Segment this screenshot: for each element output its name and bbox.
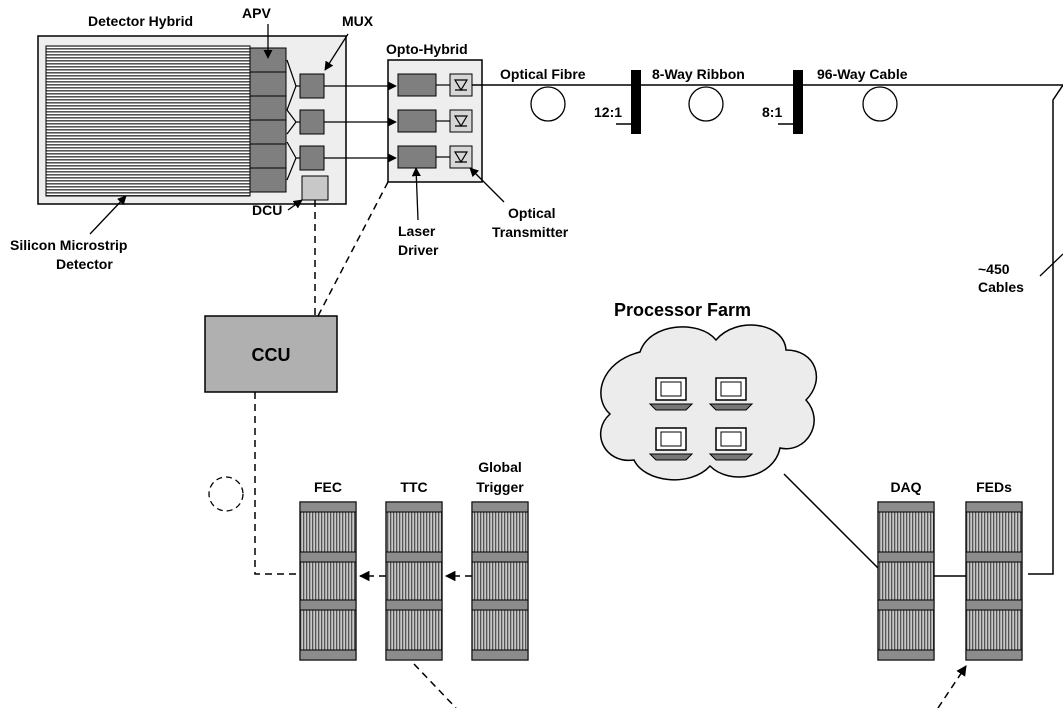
apv-chips xyxy=(249,47,287,193)
feds-label: FEDs xyxy=(976,479,1012,495)
crate-links xyxy=(358,570,967,708)
cables-label-line2: Cables xyxy=(978,279,1024,295)
crate-fec xyxy=(299,501,357,661)
control-links xyxy=(254,181,389,575)
apv-mux-connectors xyxy=(286,59,300,181)
fec-label: FEC xyxy=(314,479,342,495)
laser-driver-label-line1: Laser xyxy=(398,223,436,239)
dcu-arrow xyxy=(287,199,303,211)
optical-transmitter-label-line2: Transmitter xyxy=(492,224,569,240)
laser-driver-arrow xyxy=(411,167,421,221)
connector-12-1 xyxy=(631,70,641,134)
diode-triangle-icon xyxy=(449,109,473,133)
optical-transmitter-label-line1: Optical xyxy=(508,205,555,221)
processor-farm-cloud xyxy=(599,324,817,481)
mux-chips xyxy=(299,73,325,171)
optical-transmitter-arrow xyxy=(469,167,505,203)
global-trigger-label-line1: Global xyxy=(478,459,522,475)
mux-to-driver-links xyxy=(324,81,397,163)
mux-arrow xyxy=(324,33,349,71)
global-trigger-label-line2: Trigger xyxy=(476,479,524,495)
crate-ttc xyxy=(385,501,443,661)
ttc-label: TTC xyxy=(400,479,427,495)
cable-loop-icon xyxy=(862,86,898,122)
eight-way-ribbon-label: 8-Way Ribbon xyxy=(652,66,745,82)
silicon-microstrip-arrow xyxy=(89,195,127,235)
long-cable xyxy=(1028,84,1063,575)
connector-8-1 xyxy=(793,70,803,134)
crate-global-trigger xyxy=(471,501,529,661)
cable-loop-icon xyxy=(208,476,244,512)
optical-fibre-label: Optical Fibre xyxy=(500,66,586,82)
detector-hybrid xyxy=(37,35,347,205)
daq-label: DAQ xyxy=(890,479,921,495)
cables-label-line1: ~450 xyxy=(978,261,1010,277)
dcu-chip xyxy=(301,175,329,201)
opto-hybrid xyxy=(387,59,483,183)
computer-terminal-icon xyxy=(708,427,754,461)
apv-label: APV xyxy=(242,5,271,21)
laser-driver-label-line2: Driver xyxy=(398,242,439,258)
optical-transmitters xyxy=(449,73,473,169)
dcu-label: DCU xyxy=(252,202,282,218)
mux-label: MUX xyxy=(342,13,374,29)
silicon-microstrip-detector xyxy=(45,45,251,197)
computer-terminal-icon xyxy=(648,427,694,461)
ccu-label: CCU xyxy=(252,345,291,365)
ninety-six-way-cable-label: 96-Way Cable xyxy=(817,66,908,82)
crate-daq xyxy=(877,501,935,661)
computer-terminal-icon xyxy=(648,377,694,411)
silicon-microstrip-label-line2: Detector xyxy=(56,256,113,272)
detector-hybrid-label: Detector Hybrid xyxy=(88,13,193,29)
crate-feds xyxy=(965,501,1023,661)
ratio-12-1-label: 12:1 xyxy=(594,104,622,120)
laser-drivers xyxy=(397,73,437,169)
computer-terminal-icon xyxy=(708,377,754,411)
diode-triangle-icon xyxy=(449,73,473,97)
silicon-microstrip-label-line1: Silicon Microstrip xyxy=(10,237,127,253)
opto-hybrid-label: Opto-Hybrid xyxy=(386,41,468,57)
ratio-8-1-label: 8:1 xyxy=(762,104,782,120)
ccu-box xyxy=(204,315,338,393)
diode-triangle-icon xyxy=(449,145,473,169)
processor-farm-label: Processor Farm xyxy=(614,300,751,320)
farm-to-daq-link xyxy=(783,473,879,569)
cable-loop-icon xyxy=(688,86,724,122)
cable-loop-icon xyxy=(530,86,566,122)
